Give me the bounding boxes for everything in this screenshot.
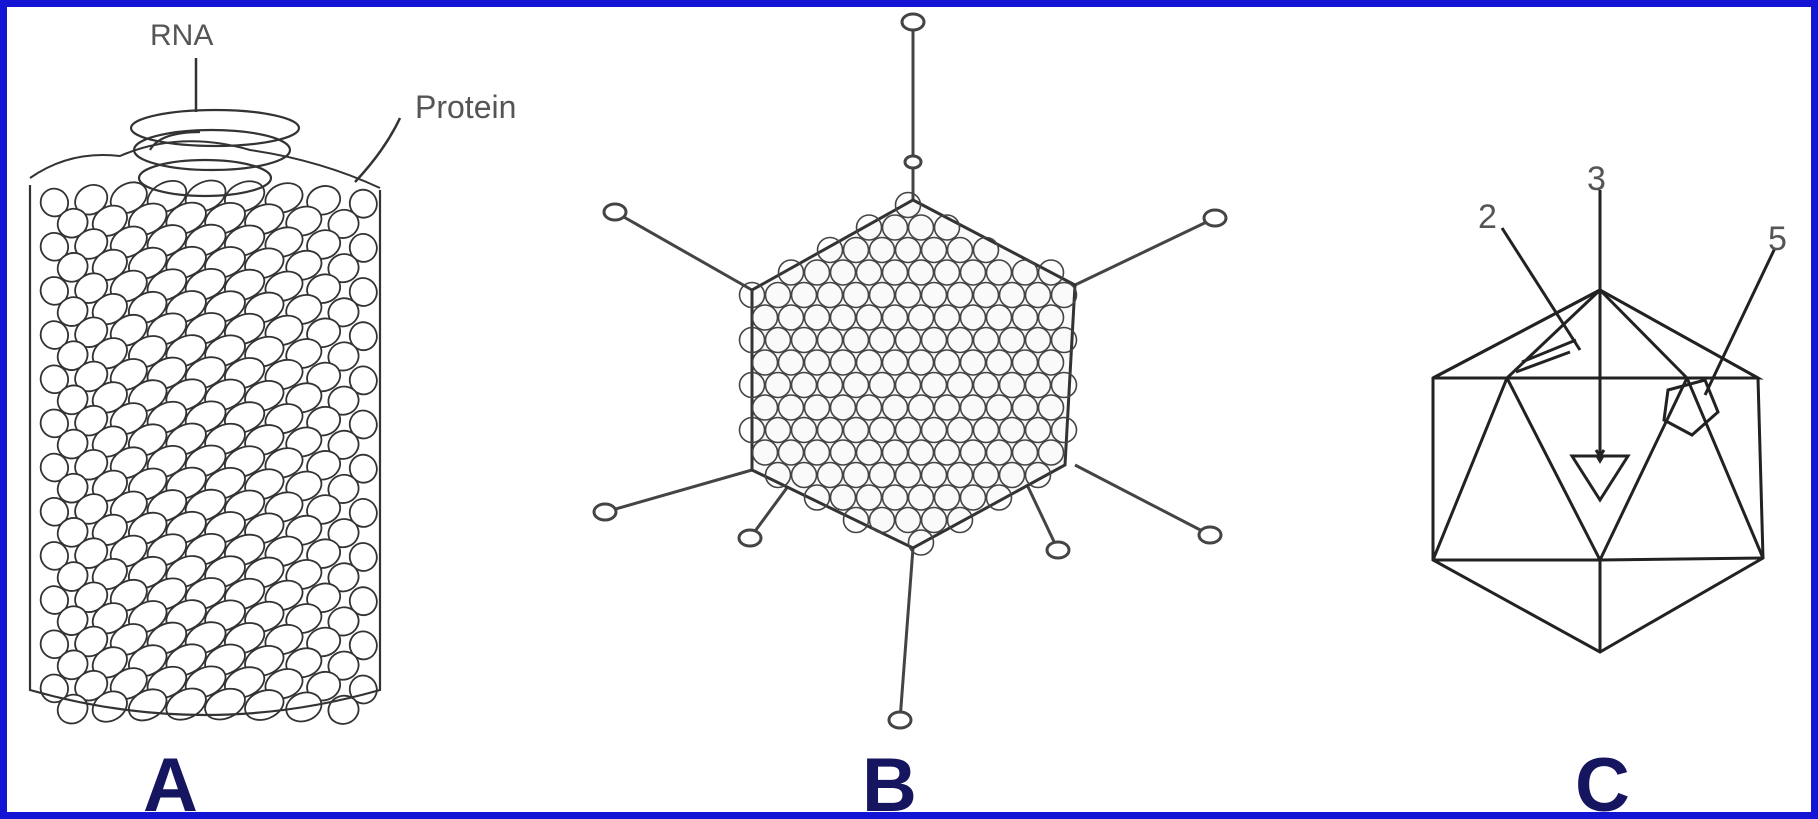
fiber-knob — [905, 156, 921, 168]
fiber-shaft — [1075, 465, 1210, 535]
fiber-knob — [1204, 210, 1226, 226]
fiber-knob — [1199, 527, 1221, 543]
fiber-shaft — [1075, 218, 1215, 285]
fiber-knob — [594, 504, 616, 520]
icosahedron-edges — [1433, 290, 1763, 652]
protein-label: Protein — [415, 89, 516, 125]
helical-capsid-rod — [30, 174, 380, 729]
two-fold-axis-label: 2 — [1478, 198, 1497, 236]
fiber-shaft — [900, 548, 913, 720]
fiber-knob — [1047, 542, 1069, 558]
fiber-shaft — [615, 212, 752, 290]
panel-b-icosahedral-virus-with-fibers: B — [594, 14, 1226, 819]
fiber-knob — [604, 204, 626, 220]
panel-letter-c: C — [1575, 743, 1630, 819]
rna-label: RNA — [150, 19, 213, 52]
panel-c-icosahedron-symmetry: 2 3 5 C — [1433, 160, 1787, 819]
three-fold-axis-label: 3 — [1587, 160, 1606, 198]
five-fold-axis-label: 5 — [1768, 220, 1787, 258]
panel-letter-b: B — [862, 743, 917, 819]
fiber-knob — [739, 530, 761, 546]
fiber-knob — [902, 14, 924, 30]
fiber-shaft — [605, 470, 752, 512]
protein-pointer-line — [355, 118, 400, 182]
panel-letter-a: A — [143, 743, 198, 819]
fiber-knob — [889, 712, 911, 728]
panel-a-helical-virus: RNA Protein A — [30, 19, 516, 819]
